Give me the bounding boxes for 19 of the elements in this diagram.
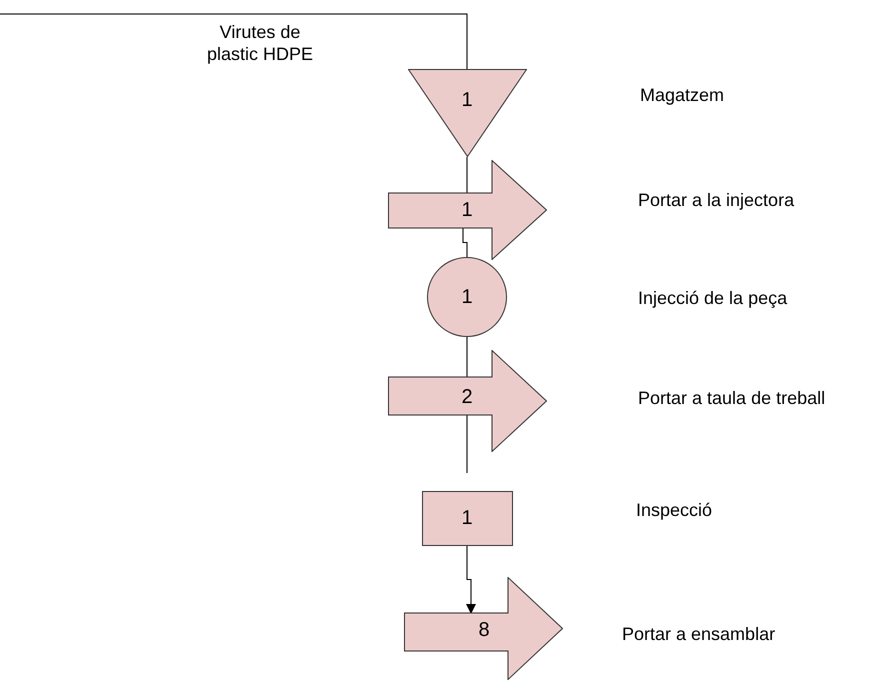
connector-line bbox=[0, 14, 468, 70]
step-description: Portar a la injectora bbox=[638, 189, 794, 211]
connector-line bbox=[466, 156, 468, 194]
step-number: 1 bbox=[461, 200, 473, 220]
step-number: 1 bbox=[461, 508, 473, 528]
step-number: 1 bbox=[461, 287, 473, 307]
arrow bbox=[466, 546, 476, 614]
connector-line bbox=[466, 414, 468, 474]
step-number: 2 bbox=[461, 387, 473, 407]
step-description: Inspecció bbox=[636, 499, 712, 521]
step-description: Portar a taula de treball bbox=[638, 387, 826, 409]
step-description: Magatzem bbox=[640, 84, 724, 106]
step-description: Portar a ensamblar bbox=[622, 623, 776, 645]
connector-line bbox=[462, 228, 468, 258]
material-label: Virutes de plastic HDPE bbox=[206, 21, 314, 65]
connector-line bbox=[466, 336, 468, 378]
step-number: 8 bbox=[478, 620, 490, 640]
step-number: 1 bbox=[461, 90, 473, 110]
step-description: Injecció de la peça bbox=[638, 287, 788, 309]
